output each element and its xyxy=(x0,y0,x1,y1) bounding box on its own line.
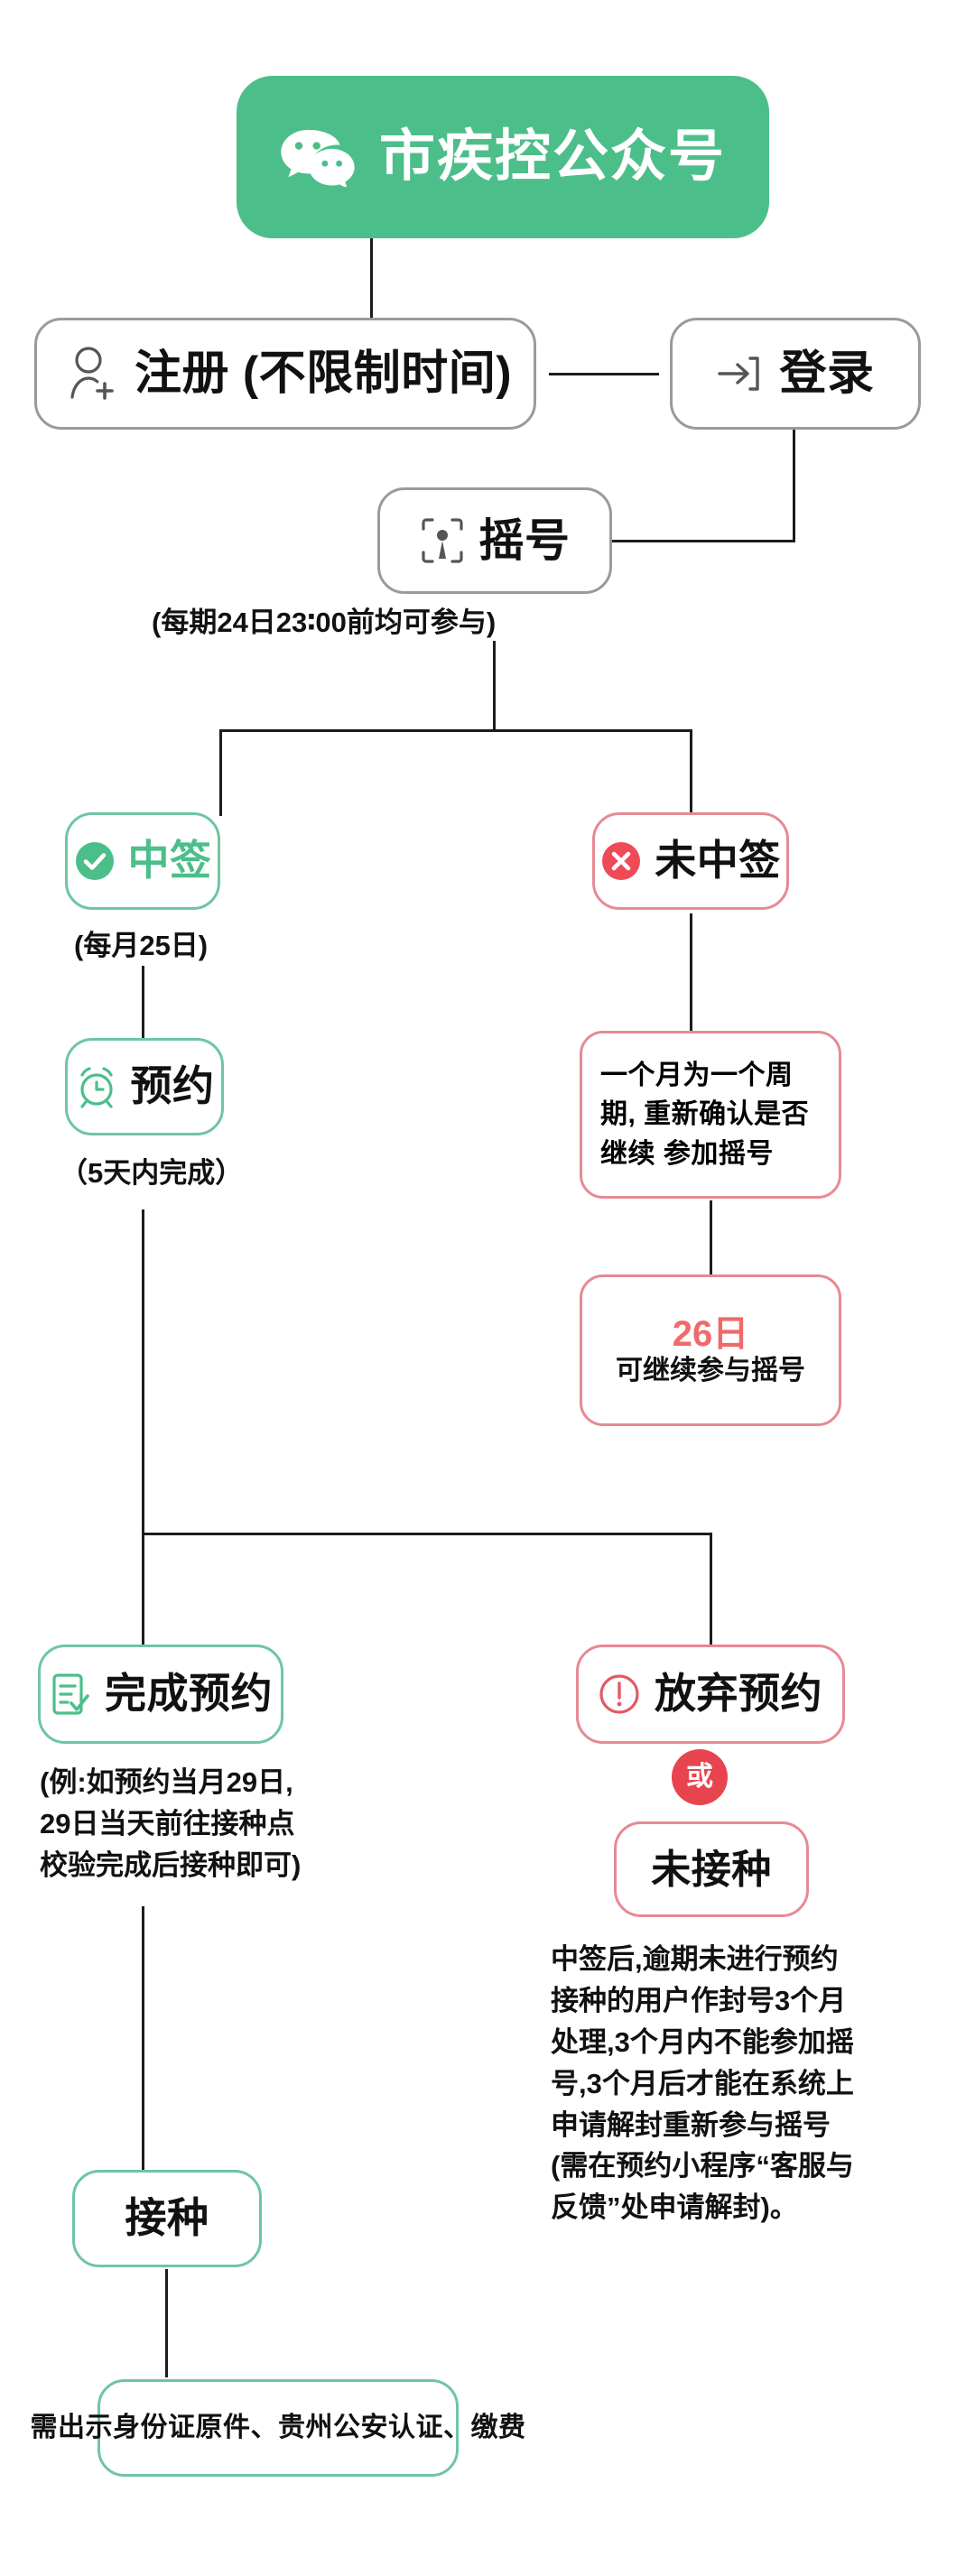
node-lose[interactable]: 未中签 xyxy=(592,812,789,910)
connector-join-left-down xyxy=(142,1533,144,1645)
node-appointment-label: 预约 xyxy=(130,1062,215,1110)
caption-win-note: (每月25日) xyxy=(74,930,209,961)
connector-cycle-to-day26 xyxy=(710,1200,712,1274)
alarm-clock-icon xyxy=(79,1067,113,1108)
connector-split-right xyxy=(690,729,692,816)
connector-split-left xyxy=(219,729,222,816)
connector-header-to-register xyxy=(370,238,373,321)
lottery-dial-icon xyxy=(421,518,463,563)
connector-lose-to-cycle xyxy=(690,913,692,1031)
node-vaccinate-label: 接种 xyxy=(125,2194,209,2242)
exclamation-circle-icon xyxy=(599,1674,639,1714)
connector-vaccinate-to-final xyxy=(165,2269,168,2377)
connector-login-to-lottery xyxy=(610,540,795,542)
node-login[interactable]: 登录 xyxy=(670,318,921,430)
node-appointment-done-label: 完成预约 xyxy=(105,1670,273,1718)
connector-split-bar xyxy=(219,729,692,732)
node-day26: 26日 可继续参与摇号 xyxy=(580,1274,841,1426)
node-lottery-label: 摇号 xyxy=(478,514,571,566)
node-vaccinate[interactable]: 接种 xyxy=(72,2170,262,2267)
node-lose-label: 未中签 xyxy=(655,837,781,885)
connector-win-to-appointment xyxy=(142,966,144,1038)
node-final-requirements-label: 需出示身份证原件、贵州公安认证、缴费 xyxy=(30,2413,526,2443)
caption-example-note: (例:如预约当月29日, 29日当天前往接种点 校验完成后接种即可) xyxy=(40,1766,302,1881)
connector-done-to-vaccinate xyxy=(142,1906,144,2170)
header-title: 市疾控公众号 xyxy=(378,125,726,189)
node-not-vaccinated[interactable]: 未接种 xyxy=(614,1821,809,1917)
node-win[interactable]: 中签 xyxy=(65,812,220,910)
caption-appointment-note: （5天内完成） xyxy=(60,1157,244,1189)
login-arrow-icon xyxy=(718,357,760,391)
caption-lottery-note: (每期24日23∶00前均可参与) xyxy=(152,607,497,638)
node-final-requirements[interactable]: 需出示身份证原件、贵州公安认证、缴费 xyxy=(31,2379,525,2477)
connector-join-right-down xyxy=(710,1533,712,1645)
node-day26-day: 26日 xyxy=(672,1314,749,1354)
clipboard-check-icon xyxy=(52,1673,89,1715)
node-register[interactable]: 注册 (不限制时间) xyxy=(34,318,536,430)
node-give-up[interactable]: 放弃预约 xyxy=(576,1645,845,1744)
node-login-label: 登录 xyxy=(779,347,875,400)
or-badge: 或 xyxy=(672,1749,728,1805)
check-circle-icon xyxy=(75,842,114,880)
node-win-label: 中签 xyxy=(127,837,212,885)
header-wechat-official-account[interactable]: 市疾控公众号 xyxy=(237,76,769,238)
or-badge-label: 或 xyxy=(686,1762,713,1792)
node-give-up-label: 放弃预约 xyxy=(655,1670,822,1718)
node-cycle-note: 一个月为一个周期, 重新确认是否继续 参加摇号 xyxy=(580,1031,841,1199)
caption-ban-note: 中签后,逾期未进行预约 接种的用户作封号3个月 处理,3个月内不能参加摇 号,3… xyxy=(551,1943,854,2224)
connector-appointment-down xyxy=(142,1209,144,1571)
connector-join-bar xyxy=(142,1533,710,1535)
node-not-vaccinated-label: 未接种 xyxy=(651,1847,772,1892)
node-lottery[interactable]: 摇号 xyxy=(377,487,612,594)
connector-register-to-login xyxy=(549,373,659,375)
node-register-label: 注册 (不限制时间) xyxy=(134,347,513,400)
node-day26-sub: 可继续参与摇号 xyxy=(616,1356,805,1385)
wechat-icon xyxy=(281,129,355,187)
cross-circle-icon xyxy=(602,842,641,880)
connector-login-down xyxy=(793,430,795,542)
user-add-icon xyxy=(70,347,114,400)
node-appointment[interactable]: 预约 xyxy=(65,1038,224,1135)
node-appointment-done[interactable]: 完成预约 xyxy=(38,1645,283,1744)
node-cycle-note-label: 一个月为一个周期, 重新确认是否继续 参加摇号 xyxy=(600,1060,810,1169)
connector-lottery-down xyxy=(493,641,496,731)
